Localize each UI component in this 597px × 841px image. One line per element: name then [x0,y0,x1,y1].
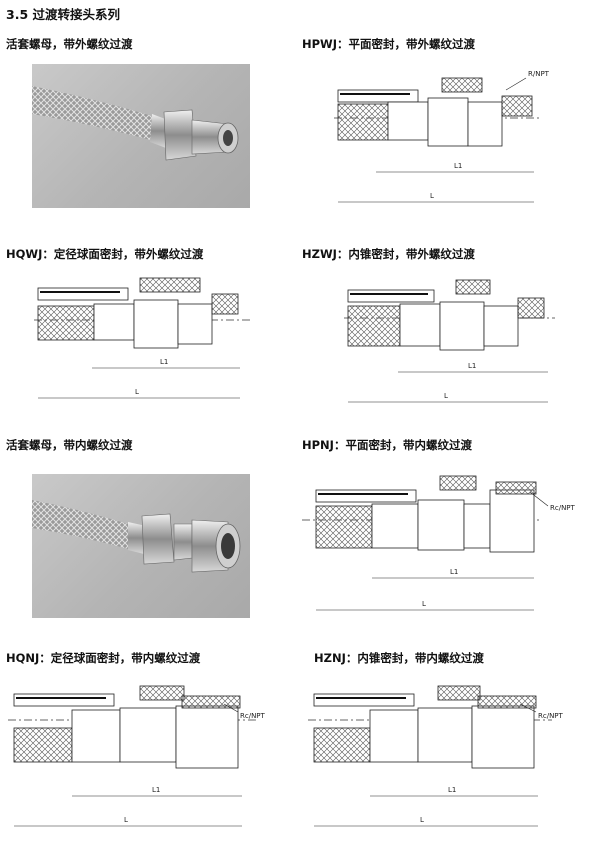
dim-l1-hpnj: L1 [450,568,458,576]
item-label-hzwj: HZWJ：内锥密封，带外螺纹过渡 [302,247,475,261]
item-label-hpnj: HPNJ：平面密封，带内螺纹过渡 [302,438,472,452]
drawing-hqwj: L1 L [30,270,270,410]
dim-l-hqwj: L [135,388,139,396]
dim-l-hpwj: L [430,192,434,200]
dim-l1-hzwj: L1 [468,362,476,370]
dim-l1-hznj: L1 [448,786,456,794]
dim-l1-hpwj: L1 [454,162,462,170]
drawing-hqnj: Rc/NPT L1 L [6,680,296,830]
dim-l-hznj: L [420,816,424,824]
photo-internal-thread-hose [32,474,250,618]
item-label-external-union: 活套螺母，带外螺纹过渡 [6,37,133,51]
dim-l1-hqwj: L1 [160,358,168,366]
item-label-hqnj: HQNJ：定径球面密封，带内螺纹过渡 [6,651,201,665]
drawing-hpnj: Rc/NPT L1 L [300,470,592,620]
drawing-hzwj: L1 L [340,272,590,412]
thread-label-hpnj: Rc/NPT [550,504,576,512]
drawing-hznj: Rc/NPT L1 L [306,680,594,830]
thread-label-hpwj: R/NPT [528,70,550,78]
photo-external-thread-hose [32,64,250,208]
section-title: 3.5 过渡转接头系列 [6,7,120,22]
item-label-hznj: HZNJ：内锥密封，带内螺纹过渡 [314,651,484,665]
thread-label-hznj: Rc/NPT [538,712,564,720]
item-label-internal-union: 活套螺母，带内螺纹过渡 [6,438,133,452]
dim-l-hqnj: L [124,816,128,824]
thread-label-hqnj: Rc/NPT [240,712,266,720]
dim-l-hzwj: L [444,392,448,400]
drawing-hpwj: R/NPT L1 L [330,60,590,210]
item-label-hpwj: HPWJ：平面密封，带外螺纹过渡 [302,37,476,51]
item-label-hqwj: HQWJ：定径球面密封，带外螺纹过渡 [6,247,204,261]
dim-l1-hqnj: L1 [152,786,160,794]
dim-l-hpnj: L [422,600,426,608]
